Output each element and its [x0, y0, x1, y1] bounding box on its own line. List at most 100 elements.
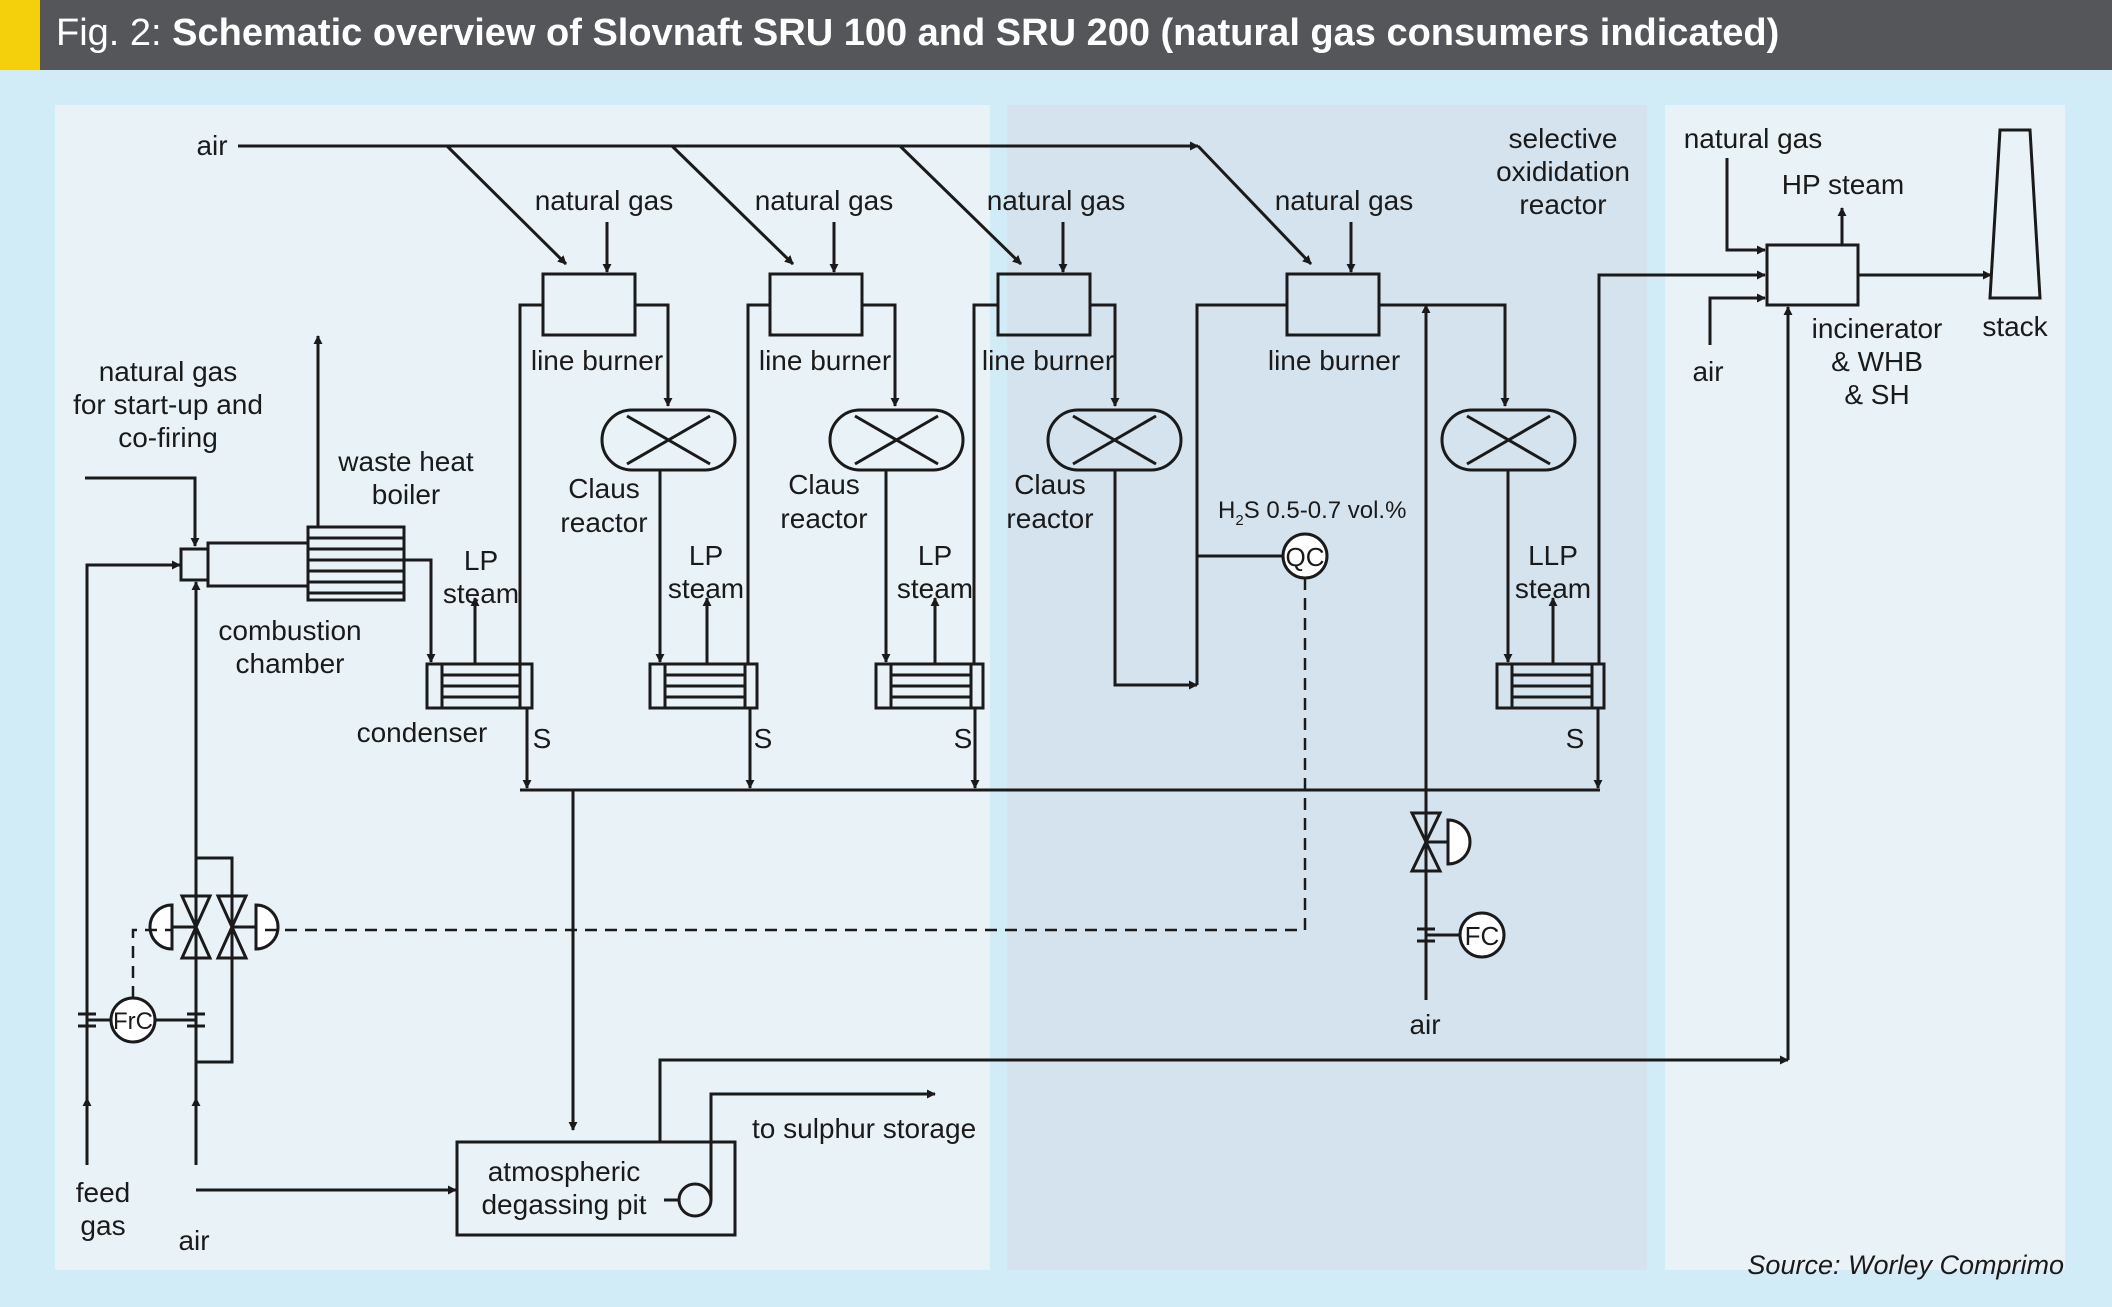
stack-label: stack — [1982, 311, 2048, 342]
condenser-3 — [874, 662, 985, 710]
tailgas-to-incinerator — [1597, 270, 1766, 665]
air-fc-label: air — [1409, 1009, 1440, 1040]
air-control-valve — [1409, 811, 1472, 873]
h2s-h: H — [1218, 497, 1235, 524]
degassing-pit — [455, 1140, 737, 1237]
lp-steam-label-2a: LP — [689, 540, 723, 571]
claus-reactor-2 — [828, 408, 965, 472]
pit-to-sulphur-storage — [709, 1089, 936, 1200]
sulphur-label-3: S — [954, 723, 973, 754]
claus-reactor-1 — [600, 408, 737, 472]
combustion-label-1: combustion — [218, 615, 361, 646]
line-burner-label-1: line burner — [531, 345, 663, 376]
lp-steam-label-3b: steam — [897, 573, 973, 604]
incinerator-label-3: & SH — [1844, 379, 1909, 410]
air-bottom-label: air — [178, 1225, 209, 1256]
h2s-subscript: 2 — [1235, 512, 1243, 529]
sel-ox-label-1: selective — [1509, 123, 1618, 154]
natural-gas-label-2: natural gas — [755, 185, 894, 216]
air-branch-3 — [898, 144, 1023, 266]
fc-label: FC — [1465, 921, 1500, 951]
condenser-to-burner-3 — [972, 303, 998, 665]
claus-reactor-label-3b: reactor — [1006, 503, 1093, 534]
sulphur-storage-label: to sulphur storage — [752, 1113, 976, 1144]
burner-outlet-4 — [1379, 303, 1510, 407]
lp-steam-label-1b: steam — [443, 578, 519, 609]
condenser-2 — [648, 662, 759, 710]
h2s-rest: S 0.5-0.7 vol.% — [1244, 497, 1407, 524]
panel-sru100 — [55, 105, 990, 1270]
figure-label: Fig. 2: — [56, 12, 162, 54]
sulphur-label-2: S — [754, 723, 773, 754]
valve-bypass — [196, 856, 234, 1064]
incinerator-label-1: incinerator — [1812, 313, 1943, 344]
feed-gas-label-1: feed — [76, 1177, 131, 1208]
startup-ng-label-1: natural gas — [99, 356, 238, 387]
figure-title: Fig. 2: Schematic overview of Slovnaft S… — [56, 12, 1779, 55]
burner-outlet-1 — [635, 303, 673, 407]
air-branch-2 — [670, 144, 795, 266]
startup-ng-line — [85, 476, 200, 547]
claus-reactor-label-1b: reactor — [560, 507, 647, 538]
startup-ng-label-2: for start-up and — [73, 389, 263, 420]
air-branch-1 — [445, 144, 568, 266]
llp-steam-label-b: steam — [1515, 573, 1591, 604]
sel-ox-label-3: reactor — [1519, 189, 1606, 220]
lp-steam-label-3a: LP — [918, 540, 952, 571]
whb-label-2: boiler — [372, 479, 440, 510]
lp-steam-label-1a: LP — [464, 545, 498, 576]
line-burner-label-4: line burner — [1268, 345, 1400, 376]
whb-to-condenser — [404, 558, 436, 663]
condenser-label: condenser — [357, 717, 488, 748]
frc-signal-line — [131, 928, 172, 998]
control-valve-right — [215, 894, 280, 960]
inc-air-label: air — [1692, 356, 1723, 387]
natural-gas-label-1: natural gas — [535, 185, 674, 216]
burner-outlet-2 — [862, 303, 900, 407]
condenser-to-burner-1 — [518, 303, 543, 665]
figure-header: Fig. 2: Schematic overview of Slovnaft S… — [0, 0, 2112, 70]
air-branch-4 — [1196, 144, 1313, 266]
burner-outlet-3 — [1090, 303, 1120, 407]
sulphur-label-1: S — [533, 723, 552, 754]
claus-reactor-label-2b: reactor — [780, 503, 867, 534]
claus-reactor-label-1a: Claus — [568, 473, 640, 504]
line-burner-label-2: line burner — [759, 345, 891, 376]
source-credit: Source: Worley Comprimo — [1747, 1250, 2064, 1280]
pit-label-1: atmospheric — [488, 1156, 641, 1187]
pit-vent-to-incinerator — [658, 1055, 1789, 1142]
reheat-line — [1195, 303, 1287, 685]
condenser-4 — [1495, 662, 1606, 710]
whb-label-1: waste heat — [337, 446, 474, 477]
hp-steam-label: HP steam — [1782, 169, 1904, 200]
llp-steam-label-a: LLP — [1528, 540, 1578, 571]
figure-title-text: Schematic overview of Slovnaft SRU 100 a… — [172, 12, 1780, 54]
frc-label: FrC — [113, 1008, 153, 1035]
sulphur-label-4: S — [1566, 723, 1585, 754]
stack — [1988, 128, 2042, 300]
panel-incinerator — [1665, 105, 2065, 1270]
reactor-outlet-3 — [1113, 470, 1198, 690]
pit-label-2: degassing pit — [481, 1189, 646, 1220]
condenser-to-burner-2 — [746, 303, 770, 665]
inc-ng-feed — [1725, 158, 1766, 255]
air-top-label: air — [196, 130, 227, 161]
h2s-spec-label: H2S 0.5-0.7 vol.% — [1218, 497, 1406, 529]
waste-heat-boiler — [306, 525, 406, 602]
claus-reactor-label-3a: Claus — [1014, 469, 1086, 500]
qc-label: QC — [1286, 542, 1325, 572]
line-burner-label-3: line burner — [982, 345, 1114, 376]
inc-air-feed — [1708, 293, 1766, 345]
feed-gas-line — [85, 560, 181, 1160]
natural-gas-label-4: natural gas — [1275, 185, 1414, 216]
startup-ng-label-3: co-firing — [118, 422, 218, 453]
header-accent-bar — [0, 0, 40, 70]
incinerator-label-2: & WHB — [1831, 346, 1923, 377]
condenser-1 — [425, 662, 534, 710]
natural-gas-label-3: natural gas — [987, 185, 1126, 216]
inc-ng-label: natural gas — [1684, 123, 1823, 154]
feed-gas-label-2: gas — [80, 1210, 125, 1241]
qc-signal-line — [257, 578, 1307, 932]
